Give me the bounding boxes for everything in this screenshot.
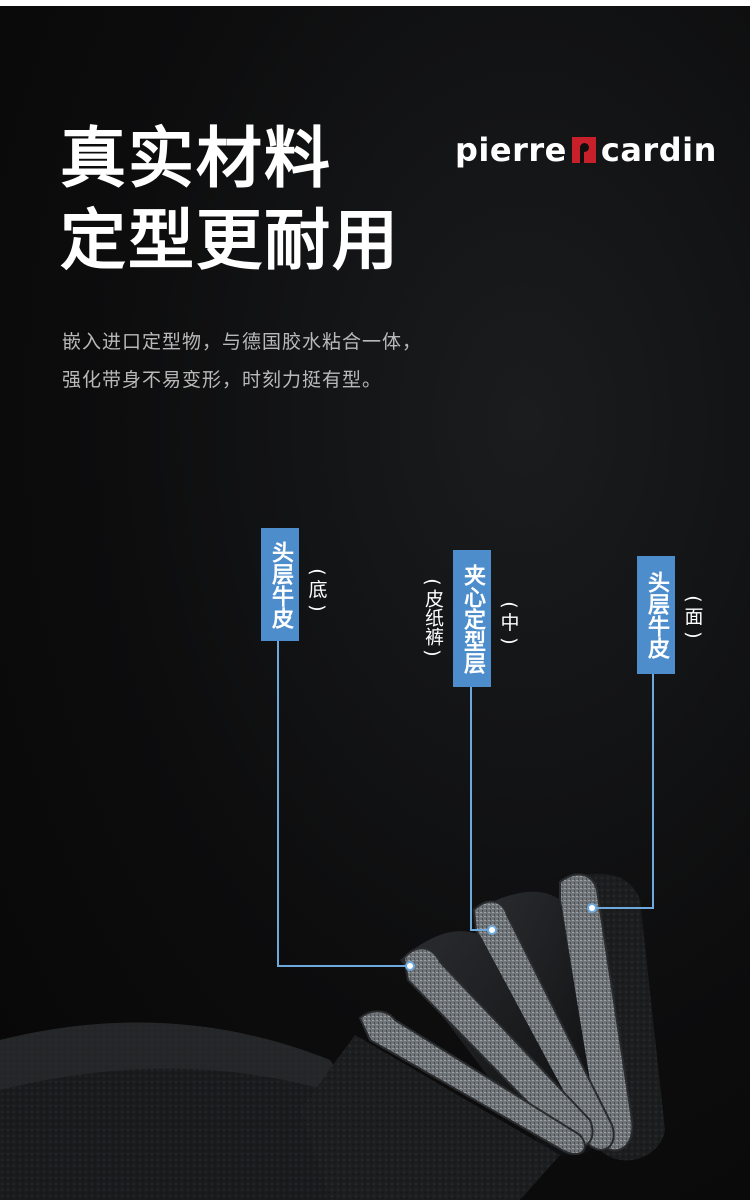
layer-core: [472, 900, 615, 1151]
tag-top-leather: 头层牛皮: [637, 556, 675, 674]
subtitle-line-1: 嵌入进口定型物，与德国胶水粘合一体，: [62, 331, 423, 353]
note-top: ( 面 ): [682, 595, 705, 639]
headline-line-2: 定型更耐用: [60, 202, 400, 279]
note-bottom: ( 底 ): [306, 568, 329, 612]
callout-dot-bottom: [405, 961, 415, 971]
note-bottom-text: 底: [308, 579, 328, 601]
callout-lines: [277, 640, 654, 967]
subtitle: 嵌入进口定型物，与德国胶水粘合一体， 强化带身不易变形，时刻力挺有型。: [62, 323, 422, 399]
note-core-extra: ( 皮纸裤 ): [421, 578, 444, 657]
tag-bottom-leather-label: 头层牛皮: [268, 540, 293, 629]
callout-line-bottom: [277, 640, 410, 967]
callout-dot-core: [487, 925, 497, 935]
tag-bottom-leather: 头层牛皮: [261, 528, 299, 641]
subtitle-line-2: 强化带身不易变形，时刻力挺有型。: [62, 369, 383, 391]
note-top-text: 面: [684, 606, 704, 628]
note-core: ( 中 ): [498, 601, 521, 645]
tag-core-layer: 夹心定型层: [453, 550, 491, 687]
note-core-text: 中: [500, 612, 520, 634]
headline: 真实材料 定型更耐用: [60, 118, 400, 282]
callout-line-top: [592, 673, 654, 909]
top-band: [0, 0, 750, 6]
tag-core-layer-label: 夹心定型层: [460, 563, 485, 674]
brand-mark-icon: [571, 137, 596, 163]
callout-line-core: [470, 686, 492, 931]
brand-logo: pierre cardin: [455, 130, 717, 170]
brand-word-left: pierre: [455, 131, 567, 169]
headline-line-1: 真实材料: [60, 120, 332, 197]
tag-top-leather-label: 头层牛皮: [644, 571, 669, 659]
leather-fold-lower: [358, 1010, 586, 1155]
note-core-extra-text: 皮纸裤: [422, 589, 444, 646]
callout-dot-top: [587, 903, 597, 913]
brand-word-right: cardin: [600, 131, 717, 169]
